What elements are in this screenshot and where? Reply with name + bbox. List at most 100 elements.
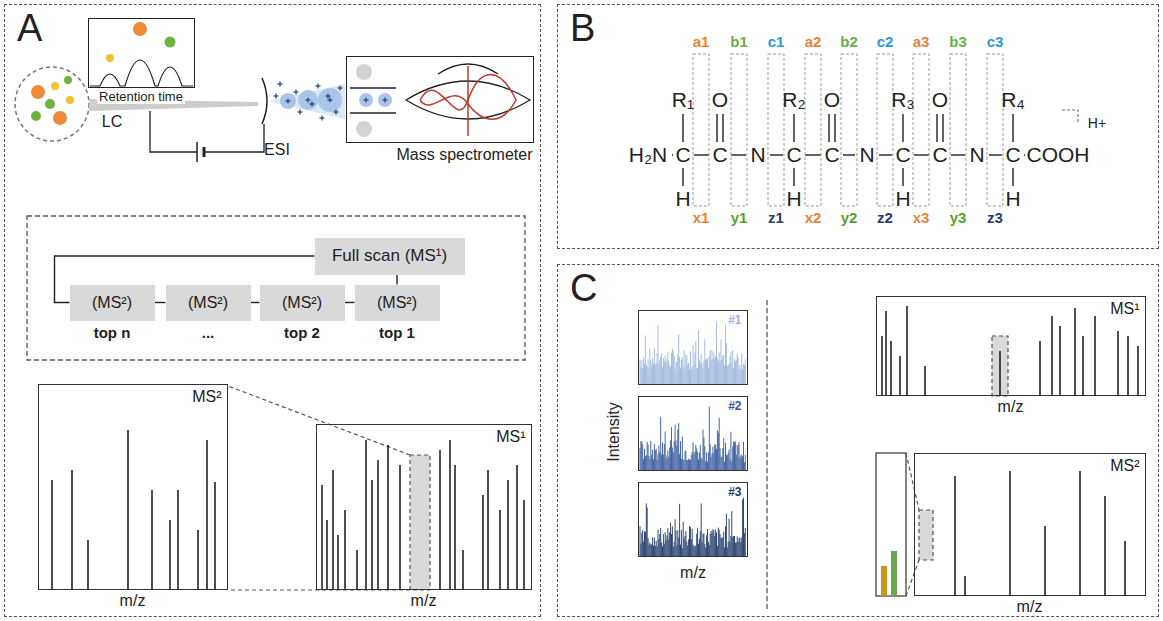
stroke [1012, 168, 1013, 186]
connector-line [155, 302, 166, 303]
stroke [669, 532, 670, 556]
stroke [733, 441, 734, 470]
caption-label: Mass spectrometer [396, 146, 532, 164]
stroke [681, 459, 682, 470]
caption-label: m/z [1017, 598, 1043, 616]
stroke [989, 154, 1002, 155]
spectrum-plot: #3 [638, 482, 748, 557]
stroke [708, 367, 709, 384]
illustration-part [196, 142, 198, 162]
stroke [658, 445, 659, 470]
stroke [738, 358, 739, 384]
stroke [710, 534, 711, 556]
stroke [693, 545, 694, 556]
illustration-part [268, 84, 345, 119]
stroke [721, 339, 722, 384]
stroke [712, 447, 713, 470]
stroke [742, 499, 743, 556]
connector-line [396, 275, 397, 285]
stroke [664, 361, 665, 384]
stroke [685, 369, 686, 384]
stroke [670, 523, 671, 556]
stroke [650, 544, 651, 556]
stroke [673, 452, 674, 470]
stroke [197, 530, 199, 590]
stroke [737, 536, 738, 556]
stroke [654, 444, 655, 470]
stroke [687, 545, 688, 556]
stroke [643, 357, 644, 384]
stroke [647, 367, 648, 384]
stroke [275, 94, 276, 99]
fragment-ion-label: a3 [913, 34, 930, 51]
stroke [684, 350, 685, 384]
stroke [641, 533, 642, 556]
stroke [732, 350, 733, 384]
stroke [685, 450, 686, 470]
fragment-ion-label: a2 [805, 34, 822, 51]
stroke [719, 353, 720, 384]
stroke [684, 539, 685, 556]
stroke [699, 360, 700, 384]
stroke [714, 536, 715, 556]
stroke [127, 430, 129, 590]
stroke [828, 114, 829, 142]
stroke [687, 365, 688, 384]
stroke [741, 354, 742, 384]
stroke [689, 460, 690, 470]
stroke [652, 537, 653, 556]
illustration-part [919, 510, 933, 560]
stroke [678, 538, 679, 556]
stroke [657, 460, 658, 470]
stroke [669, 447, 670, 470]
atom-label: N [859, 143, 874, 166]
part-label: H+ [1088, 116, 1106, 131]
stroke [718, 528, 719, 556]
stroke [698, 544, 699, 556]
stroke [707, 462, 708, 470]
stroke [1117, 331, 1119, 396]
stroke [734, 359, 735, 384]
plot-title: #1 [728, 314, 741, 328]
stroke [454, 465, 456, 590]
stroke [644, 531, 645, 556]
box-label: Full scan (MS¹) [332, 246, 447, 266]
stroke [660, 357, 661, 384]
stroke [729, 450, 730, 470]
stroke [711, 360, 712, 384]
stroke [720, 360, 721, 384]
spectrum-plot: #2 [638, 396, 748, 471]
plot-title: MS¹ [496, 428, 525, 446]
stroke [654, 538, 655, 556]
stroke [671, 534, 672, 556]
stroke [656, 363, 657, 384]
illustration-part [203, 147, 206, 157]
stroke [725, 443, 726, 470]
stroke [151, 490, 153, 590]
stroke [731, 511, 732, 556]
stroke [723, 438, 724, 470]
fragment-ion-label: y1 [731, 210, 748, 227]
stroke [733, 536, 734, 556]
stroke [666, 459, 667, 470]
stroke [659, 360, 660, 384]
stroke [646, 365, 647, 384]
stroke [337, 535, 339, 590]
illustration-part [881, 566, 887, 596]
stroke [668, 360, 669, 384]
stroke [675, 369, 676, 384]
illustration-part [891, 551, 897, 596]
stroke [742, 369, 743, 384]
atom-label: O [712, 88, 728, 111]
stroke [660, 528, 661, 556]
stroke [664, 544, 665, 556]
atom-label: H [895, 187, 910, 210]
illustration-part [766, 300, 767, 612]
stroke [299, 110, 300, 115]
stroke [697, 528, 698, 556]
illustration-part [262, 78, 267, 124]
stroke [843, 154, 855, 155]
stroke [700, 363, 701, 384]
stroke [701, 354, 702, 384]
stroke [640, 359, 641, 384]
